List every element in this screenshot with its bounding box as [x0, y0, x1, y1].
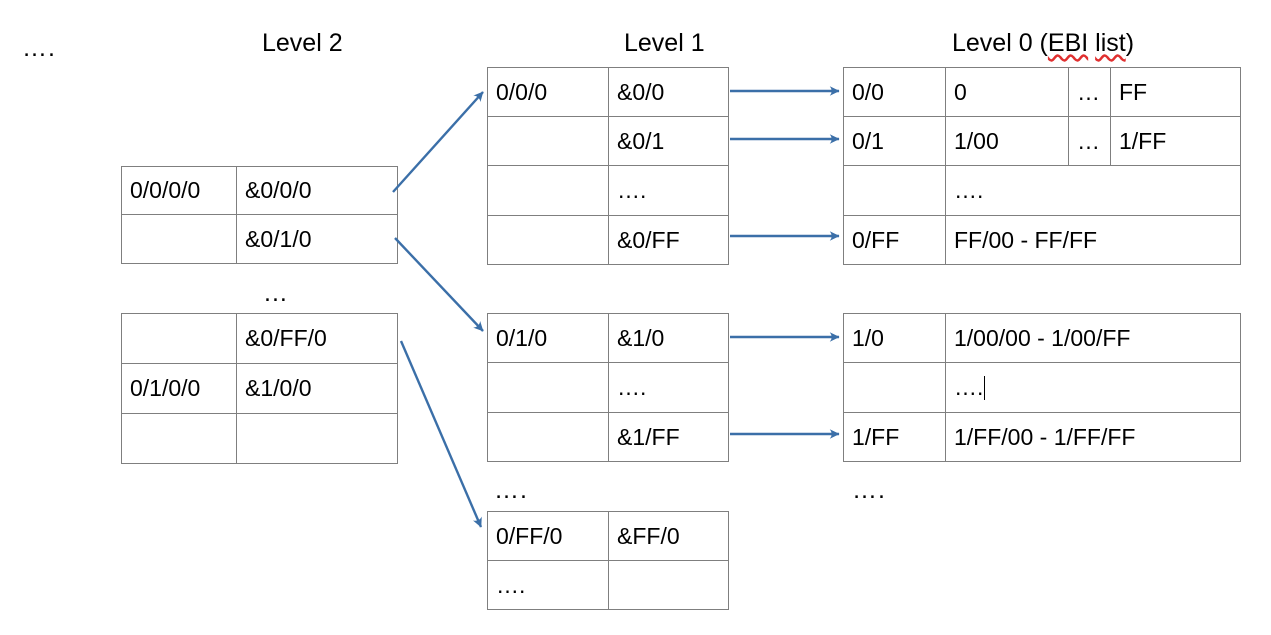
level0-title: Level 0 (EBI list)	[952, 31, 1134, 56]
cell-range[interactable]: ….	[945, 362, 1241, 413]
table-row[interactable]: 0/FF/0 &FF/0	[487, 511, 729, 561]
ellipsis-level1-bottom: ….	[494, 476, 528, 504]
cell-range[interactable]: 1/00/00 - 1/00/FF	[945, 313, 1241, 363]
arrow-level2b-r1-to-level1c	[399, 340, 483, 528]
table-row[interactable]: ….	[843, 165, 1241, 216]
table-row[interactable]: &0/FF/0	[121, 313, 398, 364]
table-row[interactable]: 1/0 1/00/00 - 1/00/FF	[843, 313, 1241, 363]
table-row[interactable]: &0/FF	[487, 215, 729, 265]
cell-key[interactable]: 1/0	[843, 313, 946, 363]
level1-table-b: 0/1/0 &1/0 …. &1/FF	[487, 313, 729, 462]
cell-range[interactable]: ….	[945, 165, 1241, 216]
cell-key[interactable]	[487, 116, 609, 166]
level2-title: Level 2	[262, 29, 343, 57]
cell-key[interactable]	[487, 215, 609, 265]
cell-range-text: ….	[954, 374, 984, 400]
table-row[interactable]: 0/0/0/0 &0/0/0	[121, 166, 398, 215]
cell-range-start[interactable]: 0	[945, 67, 1069, 117]
cell-range-ellipsis[interactable]: …	[1068, 116, 1111, 166]
level0-title-word-ebi: EBI	[1047, 29, 1089, 57]
cell-key[interactable]	[121, 413, 237, 464]
cell-key[interactable]	[843, 165, 946, 216]
cell-pointer[interactable]: &0/0/0	[236, 166, 398, 215]
cell-key[interactable]	[121, 313, 237, 364]
table-row[interactable]: 0/0 0 … FF	[843, 67, 1241, 117]
ellipsis-between-level2-tables: ...	[264, 279, 288, 307]
cell-pointer[interactable]: &1/0/0	[236, 363, 398, 414]
cell-key[interactable]: 0/1/0	[487, 313, 609, 363]
cell-key[interactable]: 0/0/0	[487, 67, 609, 117]
cell-key[interactable]: 0/1/0/0	[121, 363, 237, 414]
table-row[interactable]	[121, 413, 398, 464]
cell-range[interactable]: 1/FF/00 - 1/FF/FF	[945, 412, 1241, 462]
cell-range-end[interactable]: FF	[1110, 67, 1241, 117]
cell-pointer[interactable]: &0/FF/0	[236, 313, 398, 364]
cell-key[interactable]: 0/0	[843, 67, 946, 117]
text-cursor	[984, 376, 986, 400]
cell-pointer[interactable]: &1/FF	[608, 412, 729, 462]
cell-pointer[interactable]: ….	[608, 165, 729, 216]
table-row[interactable]: 1/FF 1/FF/00 - 1/FF/FF	[843, 412, 1241, 462]
cell-key[interactable]	[121, 214, 237, 264]
table-row[interactable]: ….	[843, 362, 1241, 413]
level0-table-a: 0/0 0 … FF 0/1 1/00 … 1/FF …. 0/FF FF/00…	[843, 67, 1241, 265]
cell-pointer[interactable]: &0/1	[608, 116, 729, 166]
cell-pointer[interactable]: &0/FF	[608, 215, 729, 265]
cell-key[interactable]: 0/1	[843, 116, 946, 166]
level1-table-a: 0/0/0 &0/0 &0/1 …. &0/FF	[487, 67, 729, 265]
table-row[interactable]: 0/FF FF/00 - FF/FF	[843, 215, 1241, 265]
cell-key[interactable]	[487, 165, 609, 216]
cell-pointer[interactable]	[236, 413, 398, 464]
level0-title-word-list: list	[1095, 29, 1126, 57]
level2-table-a: 0/0/0/0 &0/0/0 &0/1/0	[121, 166, 398, 264]
table-row[interactable]: 0/1/0 &1/0	[487, 313, 729, 363]
table-row[interactable]: 0/0/0 &0/0	[487, 67, 729, 117]
cell-key[interactable]: 0/0/0/0	[121, 166, 237, 215]
table-row[interactable]: &0/1	[487, 116, 729, 166]
cell-pointer[interactable]: &0/1/0	[236, 214, 398, 264]
cell-pointer[interactable]: &1/0	[608, 313, 729, 363]
ellipsis-level0-bottom: ….	[852, 476, 886, 504]
level0-title-suffix: )	[1125, 29, 1135, 57]
cell-range-ellipsis[interactable]: …	[1068, 67, 1111, 117]
cell-pointer[interactable]	[608, 560, 729, 610]
arrow-level2a-r1-to-level1a	[392, 91, 484, 193]
cell-pointer[interactable]: ….	[608, 362, 729, 413]
table-row[interactable]: ….	[487, 165, 729, 216]
level2-table-b: &0/FF/0 0/1/0/0 &1/0/0	[121, 313, 398, 464]
level1-title: Level 1	[624, 29, 705, 57]
table-row[interactable]: 0/1 1/00 … 1/FF	[843, 116, 1241, 166]
cell-range[interactable]: FF/00 - FF/FF	[945, 215, 1241, 265]
cell-key[interactable]: 1/FF	[843, 412, 946, 462]
table-row[interactable]: &0/1/0	[121, 214, 398, 264]
table-row[interactable]: 0/1/0/0 &1/0/0	[121, 363, 398, 414]
cell-pointer[interactable]: &0/0	[608, 67, 729, 117]
table-row[interactable]: ….	[487, 560, 729, 610]
ellipsis-top-left: ….	[22, 34, 56, 62]
level0-title-prefix: Level 0 (	[952, 29, 1048, 57]
cell-key[interactable]	[487, 412, 609, 462]
arrow-level2a-r2-to-level1b	[394, 237, 484, 332]
cell-range-start[interactable]: 1/00	[945, 116, 1069, 166]
table-row[interactable]: &1/FF	[487, 412, 729, 462]
cell-key[interactable]: ….	[487, 560, 609, 610]
level1-table-c: 0/FF/0 &FF/0 ….	[487, 511, 729, 610]
cell-key[interactable]: 0/FF/0	[487, 511, 609, 561]
level0-table-b: 1/0 1/00/00 - 1/00/FF …. 1/FF 1/FF/00 - …	[843, 313, 1241, 462]
cell-key[interactable]	[843, 362, 946, 413]
cell-key[interactable]: 0/FF	[843, 215, 946, 265]
cell-range-end[interactable]: 1/FF	[1110, 116, 1241, 166]
cell-pointer[interactable]: &FF/0	[608, 511, 729, 561]
table-row[interactable]: ….	[487, 362, 729, 413]
cell-key[interactable]	[487, 362, 609, 413]
